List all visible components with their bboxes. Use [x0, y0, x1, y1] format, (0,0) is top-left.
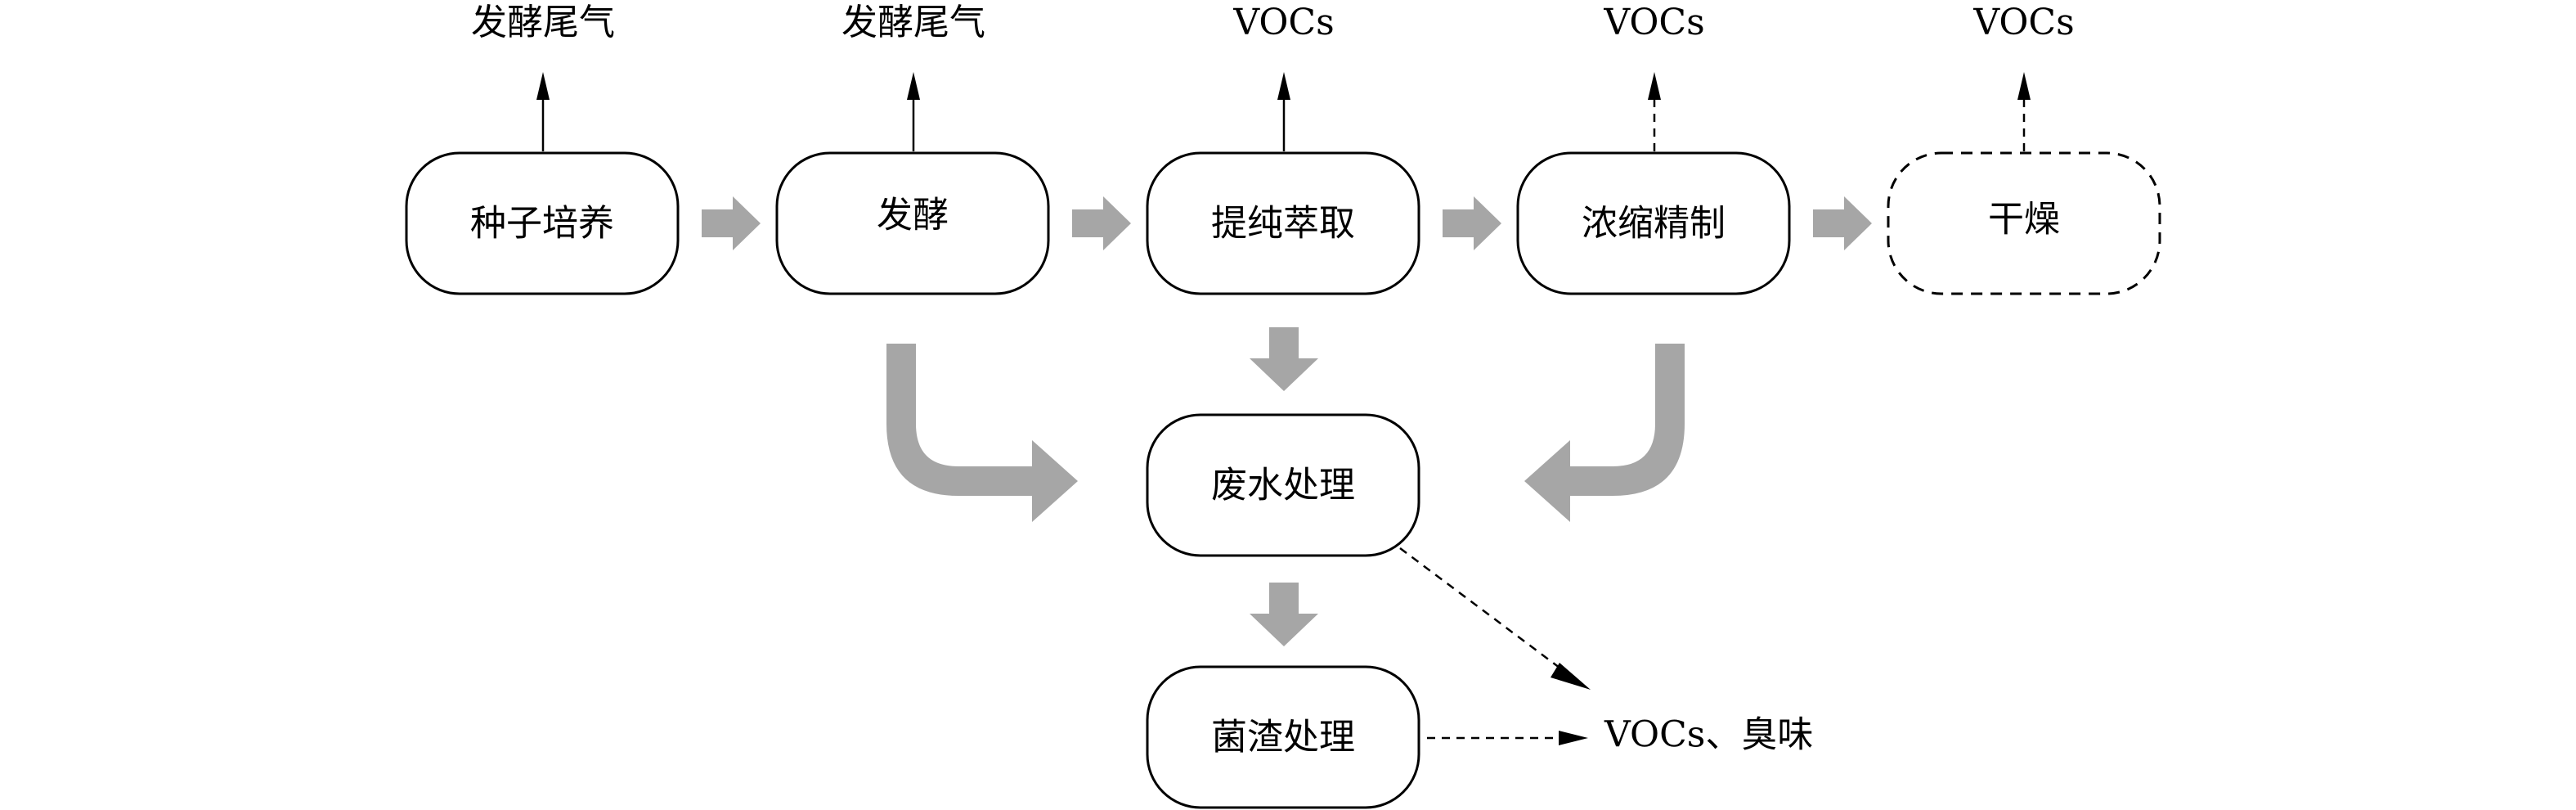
block-arrow-concentration-to-drying	[1813, 196, 1872, 250]
node-label-wastewater: 废水处理	[1211, 465, 1355, 506]
node-drying: 干燥	[1887, 151, 2161, 295]
node-residue: 菌渣处理	[1146, 665, 1420, 809]
emission-arrow-seed-culture	[536, 72, 550, 151]
emission-label-fermentation: 发酵尾气	[841, 2, 985, 43]
node-concentration: 浓缩精制	[1516, 151, 1791, 295]
emission-arrow-drying	[2017, 72, 2031, 151]
emission-label-purification: VOCs	[1232, 2, 1334, 43]
node-label-drying: 干燥	[1988, 199, 2060, 241]
emission-label-concentration: VOCs	[1603, 2, 1704, 43]
block-arrow-fermentation-to-purification	[1072, 196, 1131, 250]
block-arrow-fermentation-to-wastewater	[886, 344, 1078, 522]
dashed-arrow-wastewater-to-odor	[1399, 547, 1591, 690]
block-arrow-wastewater-to-residue	[1250, 583, 1318, 646]
block-arrow-concentration-to-wastewater	[1524, 344, 1685, 522]
emission-arrow-purification	[1277, 72, 1290, 151]
block-arrow-purification-to-wastewater	[1250, 327, 1318, 391]
node-label-fermentation: 发酵	[877, 195, 949, 236]
node-label-residue: 菌渣处理	[1211, 717, 1355, 758]
node-wastewater: 废水处理	[1146, 413, 1420, 557]
block-arrow-seed-to-fermentation	[702, 196, 761, 250]
odor-emission-label: VOCs、臭味	[1604, 714, 1813, 756]
node-label-concentration: 浓缩精制	[1582, 203, 1726, 245]
dashed-arrow-residue-to-odor	[1427, 731, 1588, 745]
node-label-purification: 提纯萃取	[1211, 203, 1355, 245]
node-label-seed-culture: 种子培养	[470, 203, 614, 245]
node-purification: 提纯萃取	[1146, 151, 1420, 295]
emission-arrow-concentration	[1648, 72, 1661, 151]
emission-arrow-fermentation	[907, 72, 920, 151]
emission-label-drying: VOCs	[1972, 2, 2074, 43]
block-arrow-purification-to-concentration	[1443, 196, 1501, 250]
node-fermentation: 发酵	[775, 151, 1050, 295]
node-seed-culture: 种子培养	[405, 151, 680, 295]
emission-label-seed-culture: 发酵尾气	[471, 2, 615, 43]
